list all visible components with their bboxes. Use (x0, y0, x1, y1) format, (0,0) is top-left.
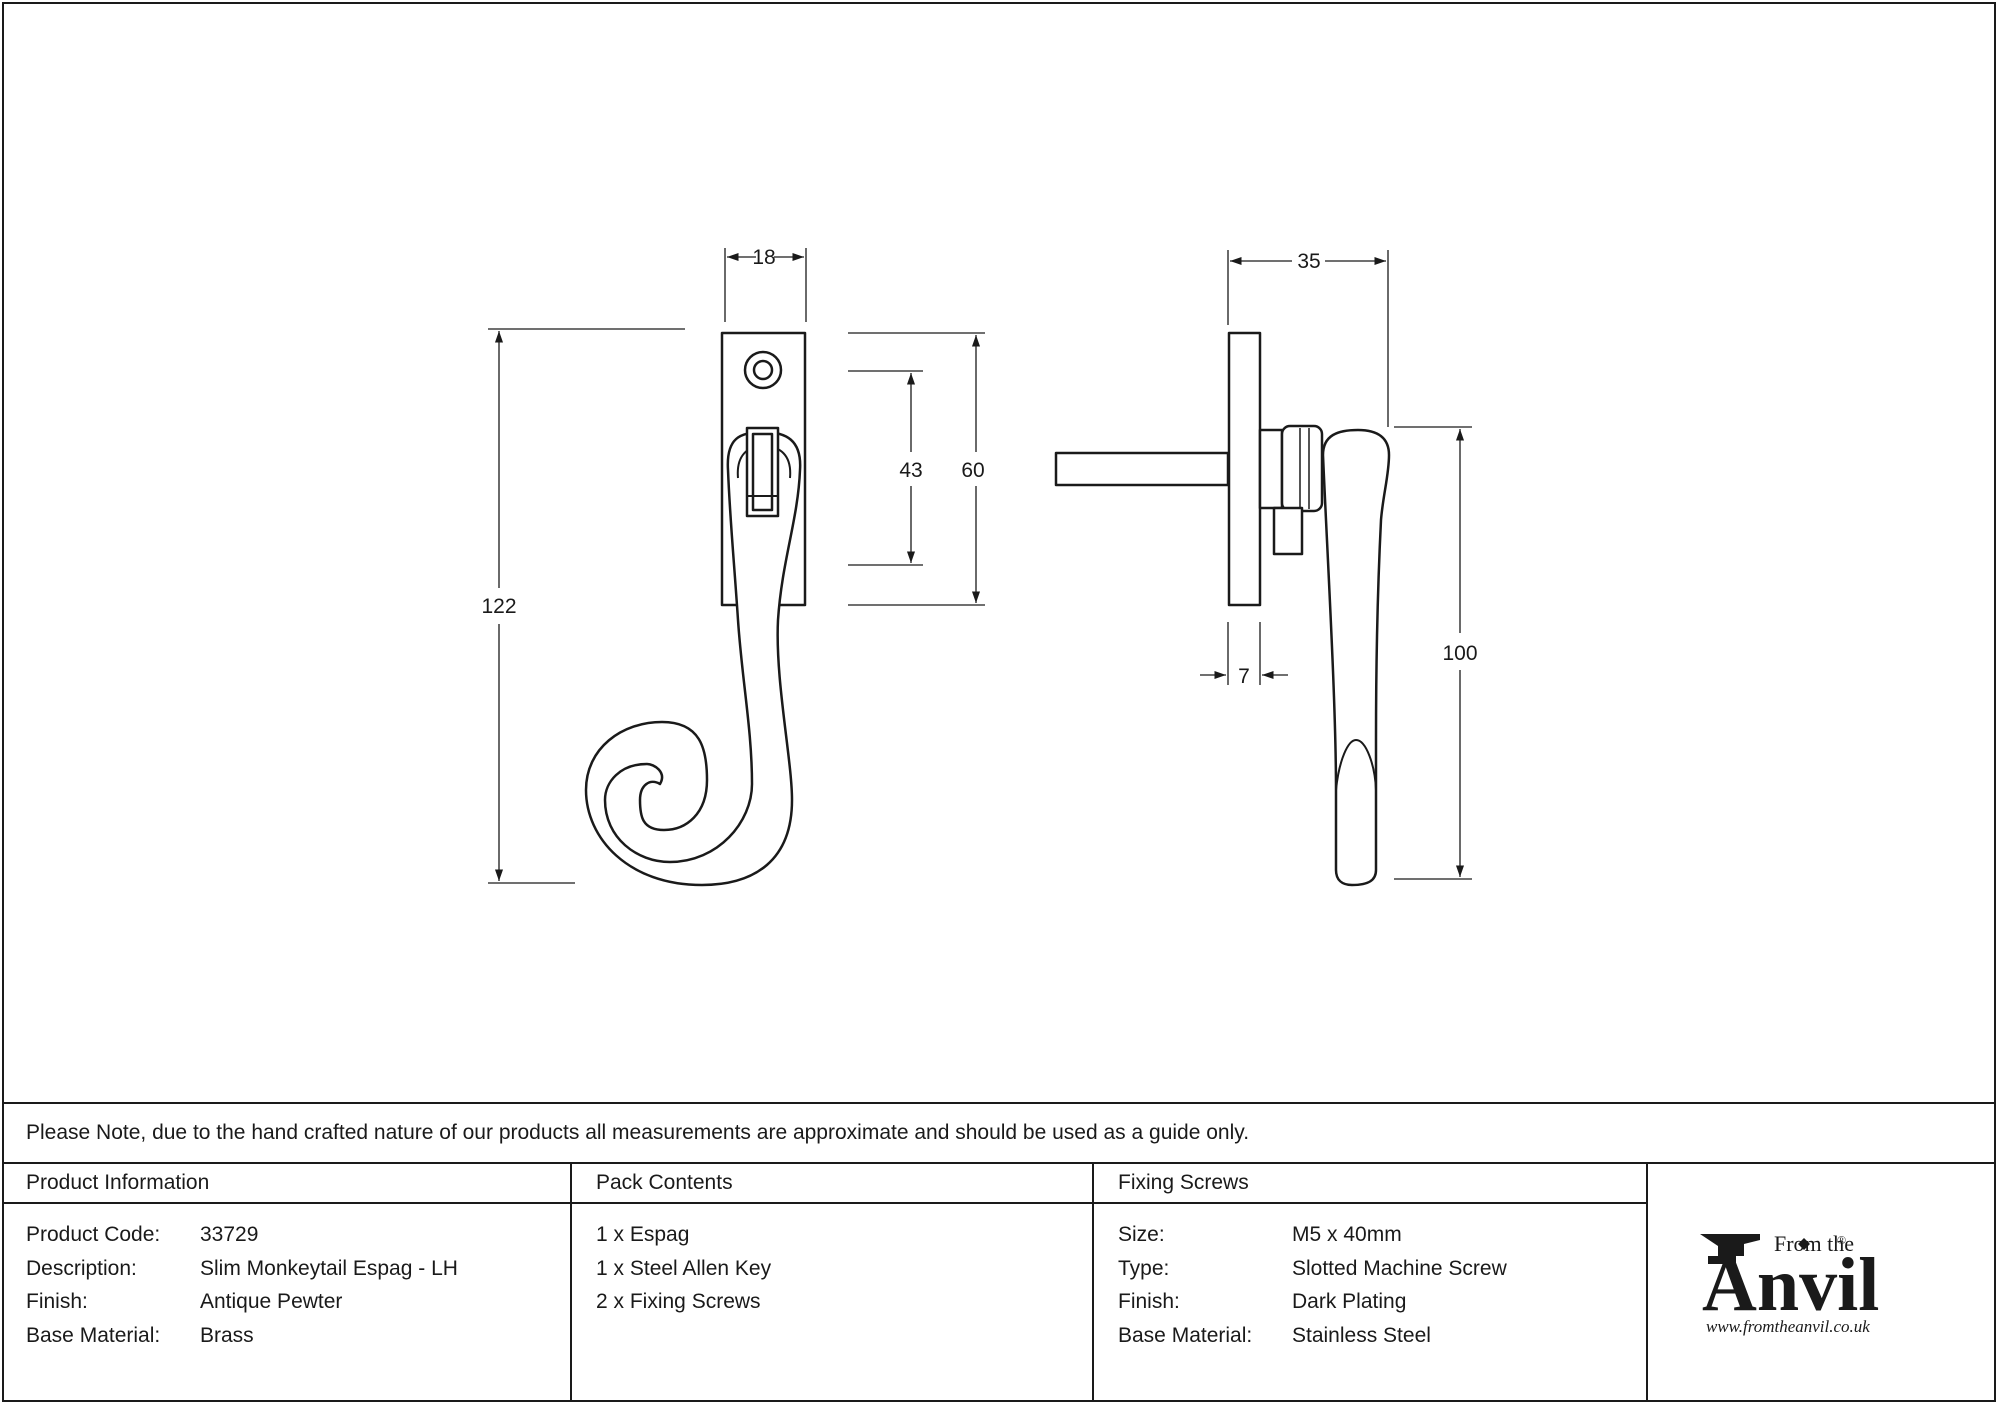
dim-hole-spacing: 43 (899, 459, 922, 482)
fixing-hole-outer (743, 350, 783, 390)
product-code-row: Product Code:33729 (26, 1223, 259, 1246)
divider (1092, 1164, 1094, 1402)
measurement-note: Please Note, due to the hand crafted nat… (2, 1102, 1996, 1164)
logo-from-the: From the (1774, 1231, 1854, 1256)
base-material-row: Base Material:Brass (26, 1323, 254, 1347)
logo-registered: ® (1837, 1233, 1846, 1247)
dim-handle-length: 100 (1442, 642, 1477, 665)
side-dimension-lines (1200, 250, 1472, 880)
product-information-heading: Product Information (2, 1164, 570, 1204)
screw-size-row: Size:M5 x 40mm (1118, 1223, 1402, 1246)
side-handle (1321, 428, 1391, 887)
dim-width-top: 18 (752, 246, 775, 269)
screw-finish-row: Finish:Dark Plating (1118, 1290, 1407, 1313)
logo-anvil: Anvil (1702, 1243, 1879, 1327)
key-slot-inner (751, 432, 774, 512)
pack-item: 2 x Fixing Screws (596, 1290, 761, 1313)
logo-url: www.fromtheanvil.co.uk (1706, 1317, 1870, 1336)
screw-type-row: Type:Slotted Machine Screw (1118, 1256, 1507, 1280)
boss-body (1280, 424, 1324, 513)
description-row: Description:Slim Monkeytail Espag - LH (26, 1256, 458, 1280)
espag-spindle (1054, 451, 1230, 487)
pack-item: 1 x Steel Allen Key (596, 1256, 772, 1280)
side-backplate (1227, 331, 1262, 607)
boss-collar (1258, 428, 1284, 510)
screw-material-row: Base Material:Stainless Steel (1118, 1323, 1431, 1347)
dim-projection: 35 (1297, 250, 1320, 273)
side-view (1054, 331, 1391, 887)
dim-plate-thickness: 7 (1238, 665, 1250, 688)
monkeytail-handle (584, 430, 802, 887)
pack-contents-heading: Pack Contents (572, 1164, 1092, 1204)
fixing-screws-panel: Fixing Screws Size:M5 x 40mm Type:Slotte… (1094, 1164, 1646, 1402)
front-dimension-lines (488, 248, 985, 884)
product-information-panel: Product Information Product Code:33729 D… (2, 1164, 570, 1402)
finish-row: Finish:Antique Pewter (26, 1290, 343, 1313)
key-slot (745, 426, 780, 518)
dim-total-length: 122 (481, 595, 516, 618)
divider (570, 1164, 572, 1402)
front-view (584, 331, 807, 887)
fixing-screws-heading: Fixing Screws (1094, 1164, 1646, 1204)
info-table: Product Information Product Code:33729 D… (2, 1164, 1996, 1402)
from-the-anvil-logo: From the ® Anvil www.fromtheanvil.co.uk (1648, 1164, 1996, 1402)
locking-peg (1272, 506, 1304, 556)
divider (1646, 1164, 1648, 1402)
pack-item: 1 x Espag (596, 1223, 690, 1246)
fixing-hole-inner (752, 359, 774, 381)
dim-plate-height: 60 (961, 459, 984, 482)
pack-contents-panel: Pack Contents 1 x Espag 1 x Steel Allen … (572, 1164, 1092, 1402)
technical-drawing: 18 122 60 43 35 7 100 (481, 246, 1478, 887)
anvil-icon (1700, 1234, 1760, 1264)
